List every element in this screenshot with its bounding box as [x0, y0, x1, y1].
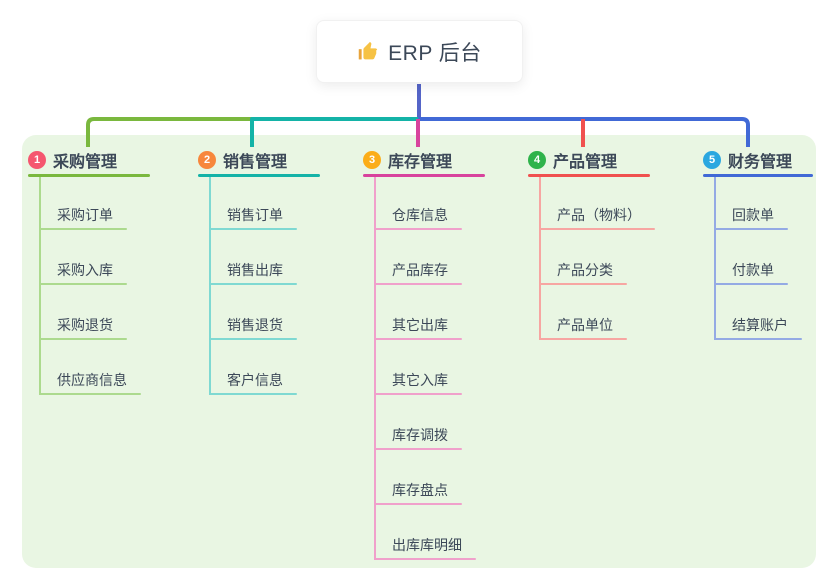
child-underline	[39, 283, 127, 285]
branch-label: 销售管理	[223, 154, 288, 171]
child-node-采购退货[interactable]: 采购退货	[57, 317, 113, 333]
child-node-其它出库[interactable]: 其它出库	[392, 317, 448, 333]
child-node-回款单[interactable]: 回款单	[732, 207, 774, 223]
branch-number-badge: 2	[198, 151, 216, 169]
child-branch-line	[209, 176, 211, 395]
child-underline	[209, 283, 297, 285]
branch-underline	[198, 173, 320, 177]
child-branch-line	[374, 176, 376, 560]
child-underline	[539, 283, 627, 285]
child-branch-line	[39, 176, 41, 395]
child-underline	[39, 393, 141, 395]
child-node-产品单位[interactable]: 产品单位	[557, 317, 613, 333]
child-underline	[374, 338, 462, 340]
child-branch-line	[714, 176, 716, 340]
root-node[interactable]: ERP 后台	[316, 20, 523, 83]
thumbs-up-icon	[359, 41, 378, 59]
branch-number-badge: 5	[703, 151, 721, 169]
child-node-库存调拨[interactable]: 库存调拨	[392, 427, 448, 443]
branch-node-销售管理[interactable]: 2 销售管理	[198, 150, 288, 171]
child-underline	[539, 228, 655, 230]
branch-number-badge: 1	[28, 151, 46, 169]
branch-node-库存管理[interactable]: 3 库存管理	[363, 150, 453, 171]
child-branch-line	[539, 176, 541, 340]
child-node-销售退货[interactable]: 销售退货	[227, 317, 283, 333]
child-node-库存盘点[interactable]: 库存盘点	[392, 482, 448, 498]
child-underline	[539, 338, 627, 340]
branch-node-产品管理[interactable]: 4 产品管理	[528, 150, 618, 171]
child-underline	[714, 228, 788, 230]
child-underline	[209, 393, 297, 395]
child-node-付款单[interactable]: 付款单	[732, 262, 774, 278]
child-underline	[39, 338, 127, 340]
child-node-采购订单[interactable]: 采购订单	[57, 207, 113, 223]
branch-label: 库存管理	[388, 154, 453, 171]
branch-number-badge: 3	[363, 151, 381, 169]
branch-node-采购管理[interactable]: 1 采购管理	[28, 150, 118, 171]
child-node-供应商信息[interactable]: 供应商信息	[57, 372, 127, 388]
branch-underline	[528, 173, 650, 177]
child-node-仓库信息[interactable]: 仓库信息	[392, 207, 448, 223]
child-node-销售订单[interactable]: 销售订单	[227, 207, 283, 223]
branch-underline	[363, 173, 485, 177]
child-node-产品库存[interactable]: 产品库存	[392, 262, 448, 278]
branch-label: 财务管理	[728, 154, 793, 171]
branch-label: 采购管理	[53, 154, 118, 171]
child-underline	[714, 338, 802, 340]
child-node-产品分类[interactable]: 产品分类	[557, 262, 613, 278]
branch-label: 产品管理	[553, 154, 618, 171]
child-underline	[374, 448, 462, 450]
child-node-产品（物料）[interactable]: 产品（物料）	[557, 207, 641, 223]
branch-number-badge: 4	[528, 151, 546, 169]
child-node-采购入库[interactable]: 采购入库	[57, 262, 113, 278]
child-node-销售出库[interactable]: 销售出库	[227, 262, 283, 278]
branch-node-财务管理[interactable]: 5 财务管理	[703, 150, 793, 171]
child-node-其它入库[interactable]: 其它入库	[392, 372, 448, 388]
branch-underline	[28, 173, 150, 177]
branches-background-panel	[22, 135, 816, 568]
child-node-客户信息[interactable]: 客户信息	[227, 372, 283, 388]
child-underline	[714, 283, 788, 285]
child-underline	[374, 558, 476, 560]
branch-underline	[703, 173, 813, 177]
child-node-出库库明细[interactable]: 出库库明细	[392, 537, 462, 553]
child-underline	[209, 228, 297, 230]
child-node-结算账户[interactable]: 结算账户	[732, 317, 788, 333]
child-underline	[374, 393, 462, 395]
child-underline	[374, 283, 462, 285]
root-node-label: ERP 后台	[388, 41, 482, 65]
child-underline	[374, 503, 462, 505]
child-underline	[374, 228, 462, 230]
child-underline	[39, 228, 127, 230]
child-underline	[209, 338, 297, 340]
